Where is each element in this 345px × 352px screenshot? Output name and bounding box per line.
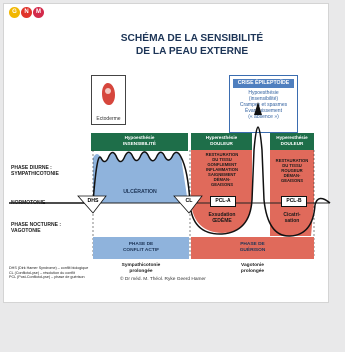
restoration-line: GONFLEMENT	[207, 162, 237, 167]
logo-letter-n: N	[21, 7, 32, 18]
header-hypoesthesia: Hypoesthésie INSENSIBILITÉ	[91, 133, 188, 151]
header-line: INSENSIBILITÉ	[123, 140, 156, 146]
crisis-line: Crampes et spasmes	[239, 102, 288, 108]
dhs-marker	[77, 195, 107, 214]
conflict-phase-label: PHASE DE CONFLIT ACTIF	[93, 242, 189, 253]
logo-letter-g: G	[9, 7, 20, 18]
phase-nocturne-label: PHASE NOCTURNE : VAGOTONIE	[11, 222, 61, 234]
restoration-line: DU TISSU	[282, 163, 302, 168]
pcl-a-label: PCL-A	[210, 196, 236, 207]
restoration-line: INFLAMMATION	[205, 167, 239, 172]
healing-phase-label: PHASE DE GUÉRISON	[191, 242, 314, 253]
sympathicotonia-label: Sympathicotonie prolongée	[93, 263, 189, 274]
phase-nocturne-line: VAGOTONIE	[11, 228, 41, 234]
cl-label: CL	[185, 198, 193, 204]
exsudation-text: Exsudation ŒDÈME	[200, 212, 244, 224]
crisis-arrow	[254, 102, 262, 115]
exsudation-line: ŒDÈME	[212, 218, 232, 224]
sympathicotonia-line: Sympathicotonie	[121, 263, 161, 268]
vagotonia-line: Vagotonie	[241, 263, 264, 268]
dhs-label: DHS	[87, 198, 99, 204]
healing-phase-line: PHASE DE	[240, 242, 265, 247]
pcl-b-label: PCL-B	[281, 196, 307, 207]
logo-letter-m: M	[33, 7, 44, 18]
phase-diurne-label: PHASE DIURNE : SYMPATHICOTONIE	[11, 165, 59, 177]
cicatrisation-text: Cicatri- sation	[276, 212, 308, 224]
legend-line: PCL (Post-ConflictoLyse) – phase de guér…	[9, 275, 85, 280]
crisis-box: CRISE ÉPILEPTOÏDE Hypoesthésie (insensib…	[229, 75, 298, 133]
crisis-line: Hypoesthésie	[248, 90, 279, 96]
restoration-line: RESTAURATION	[275, 158, 309, 163]
cl-marker	[173, 195, 203, 214]
vagotonia-label: Vagotonie prolongée	[191, 263, 314, 274]
restoration-line: DÉMAN-	[283, 173, 301, 178]
conflict-phase-line: PHASE DE	[128, 242, 154, 247]
crisis-line: Évanouissement	[245, 108, 282, 114]
crisis-line: (« absence »)	[248, 114, 279, 120]
header-line: DOULEUR	[210, 140, 233, 146]
legend-line: CL (ConflictoLyse) – résolution du confl…	[9, 270, 75, 275]
restoration-a-text: RESTAURATION DU TISSU GONFLEMENT INFLAMM…	[195, 152, 249, 187]
normotonie-label: NORMOTONIE	[11, 200, 46, 206]
healing-area-b	[270, 150, 314, 236]
sensitivity-curve	[9, 126, 331, 237]
gnm-logo: G N M	[9, 7, 49, 19]
embryo-illustration: Ectoderme	[91, 75, 126, 125]
conflict-phase-line: CONFLIT ACTIF	[122, 247, 160, 253]
cicatrisation-line: Cicatri-	[283, 212, 301, 218]
header-hyperesthesia-2: Hyperesthésie DOULEUR	[270, 133, 314, 151]
restoration-line: DU TISSU	[212, 157, 232, 162]
phase-nocturne-line: PHASE NOCTURNE :	[11, 222, 62, 228]
restoration-line: DÉMAN-	[213, 177, 231, 182]
embryo-icon	[102, 83, 115, 105]
title-line-1: SCHÉMA DE LA SENSIBILITÉ	[120, 33, 264, 44]
conflict-phase-box	[93, 237, 189, 259]
sympathicotonia-line: prolongée	[129, 268, 153, 274]
vagotonia-line: prolongée	[240, 268, 265, 274]
crisis-line: (insensibilité)	[248, 96, 279, 102]
phase-diurne-line: PHASE DIURNE :	[11, 165, 52, 171]
ulceration-label: ULCÉRATION	[123, 189, 157, 195]
header-line: Hyperesthésie	[205, 135, 238, 140]
crisis-title: CRISE ÉPILEPTOÏDE	[233, 79, 294, 88]
restoration-line: RESTAURATION	[205, 152, 239, 157]
phase-diurne-line: SYMPATHICOTONIE	[11, 171, 59, 177]
page-title: SCHÉMA DE LA SENSIBILITÉ DE LA PEAU EXTE…	[112, 32, 272, 58]
restoration-line: ROUGEUR	[281, 168, 303, 173]
header-line: DOULEUR	[280, 140, 304, 146]
ectoderm-label: Ectoderme	[96, 116, 121, 122]
restoration-line: GEAISONS	[280, 178, 304, 183]
header-hyperesthesia-1: Hyperesthésie DOULEUR	[191, 133, 252, 151]
header-line: Hypoesthésie	[124, 135, 155, 140]
restoration-line: SAIGNEMENT	[208, 172, 236, 177]
title-line-2: DE LA PEAU EXTERNE	[135, 46, 249, 57]
exsudation-line: Exsudation	[208, 212, 236, 218]
conflict-area	[93, 151, 188, 203]
cicatrisation-line: sation	[284, 218, 300, 224]
healing-phase-line: GUÉRISON	[239, 247, 266, 253]
healing-phase-box	[191, 237, 314, 259]
legend-line: DHS (Dirk Hamer Syndrome) – conflit biol…	[9, 266, 89, 270]
legend: DHS (Dirk Hamer Syndrome) – conflit biol…	[9, 266, 88, 280]
copyright: © Dr méd. M. Théol. Ryke Geerd Hamer	[120, 277, 206, 282]
header-line: Hyperesthésie	[276, 135, 308, 140]
crisis-symptoms: Hypoesthésie (insensibilité) Crampes et …	[232, 90, 295, 120]
restoration-line: GEAISONS	[210, 182, 234, 187]
restoration-b-text: RESTAURATION DU TISSU ROUGEUR DÉMAN- GEA…	[271, 158, 313, 183]
healing-area-a	[191, 150, 252, 233]
